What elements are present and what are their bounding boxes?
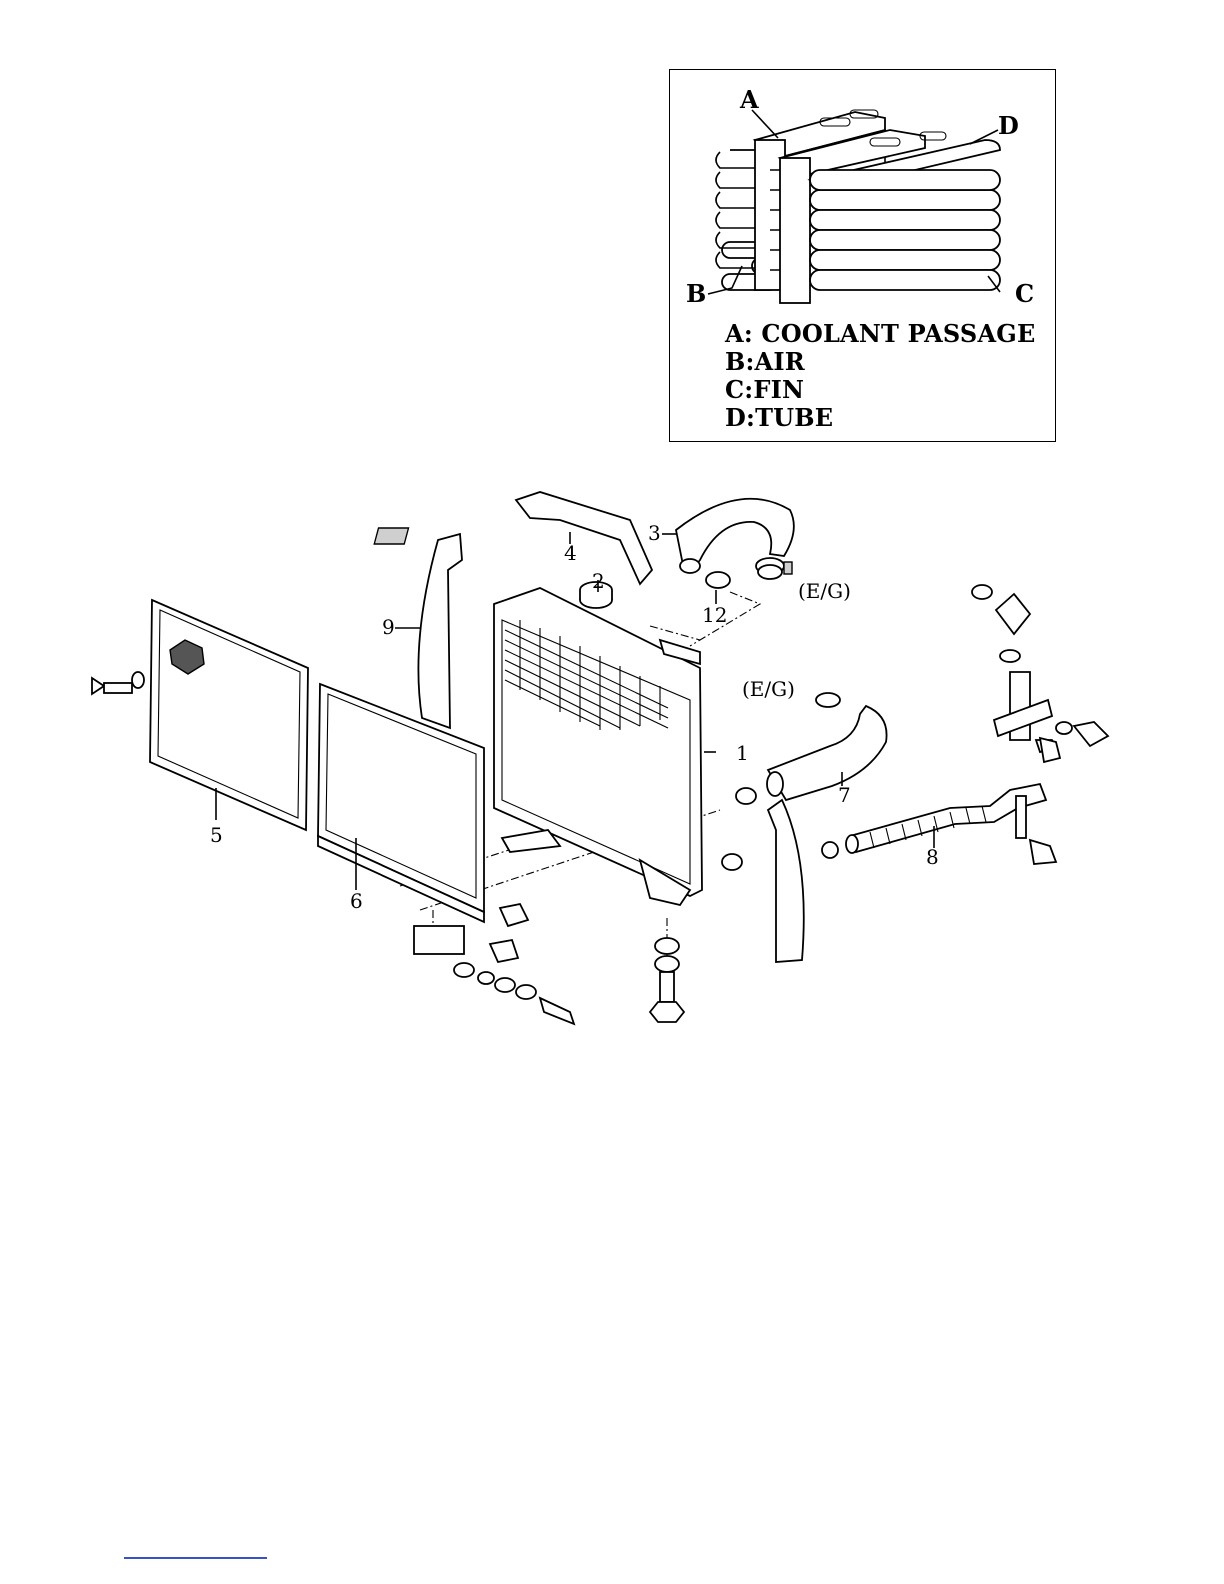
core-detail-drawing: A D C B	[670, 70, 1055, 310]
part-number-3: 3	[648, 521, 661, 545]
screen-frame	[318, 684, 484, 922]
upper-hose	[676, 499, 794, 574]
front-screen	[150, 600, 308, 830]
top-baffle	[374, 492, 652, 584]
legend-coolant-passage: A: COOLANT PASSAGE	[725, 320, 1035, 348]
legend-air: B:AIR	[725, 348, 1035, 376]
part-number-2: 2	[592, 569, 605, 593]
water-outlet-assembly	[972, 585, 1108, 752]
wing-bolt	[92, 672, 144, 694]
footer-rule	[124, 1557, 267, 1559]
radiator-exploded-view: 3 4 2 12 9 1 5 6 7 8 (E/G) (E/G)	[0, 480, 1224, 1080]
part-number-1: 1	[736, 741, 749, 765]
part-number-5: 5	[210, 823, 223, 847]
core-detail-box: A D C B A: COOLANT PASSAGE B:AIR C:FIN D…	[669, 69, 1056, 442]
part-number-4: 4	[564, 541, 577, 565]
side-baffle-left	[418, 534, 462, 728]
callout-b: B	[686, 279, 706, 308]
callout-a: A	[739, 85, 759, 114]
lower-hose	[767, 693, 887, 800]
legend-tube: D:TUBE	[725, 404, 1035, 432]
part-number-8: 8	[926, 845, 939, 869]
callout-c: C	[1015, 279, 1034, 308]
radiator	[494, 582, 702, 905]
part-number-6: 6	[350, 889, 363, 913]
eg-label-top: (E/G)	[798, 579, 851, 603]
hose-clamp-12	[706, 572, 730, 588]
core-legend: A: COOLANT PASSAGE B:AIR C:FIN D:TUBE	[725, 320, 1035, 432]
part-number-9: 9	[382, 615, 395, 639]
side-baffle-right	[768, 800, 804, 962]
eg-label-mid: (E/G)	[742, 677, 795, 701]
part-number-12: 12	[702, 603, 727, 627]
hose-clamp-lower	[736, 788, 756, 804]
legend-fin: C:FIN	[725, 376, 1035, 404]
callout-d: D	[998, 111, 1019, 140]
part-number-7: 7	[838, 783, 851, 807]
